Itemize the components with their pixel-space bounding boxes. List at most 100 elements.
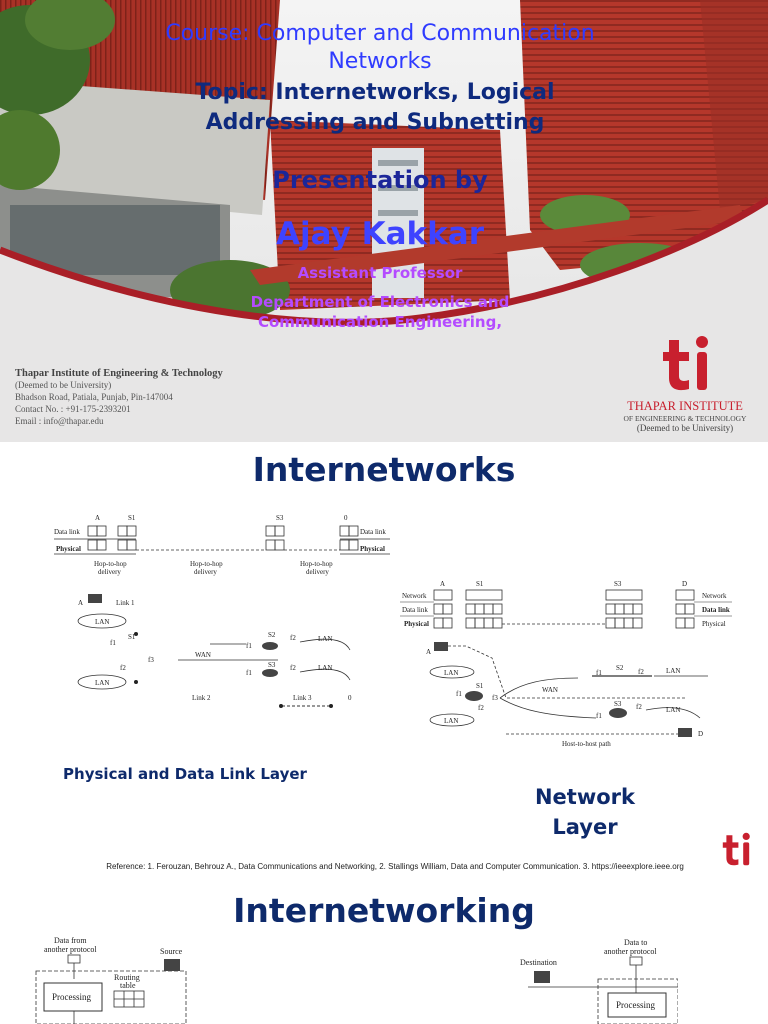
- rlan-label-s2: LAN: [666, 667, 680, 675]
- host-path-label: Host-to-host path: [562, 740, 611, 748]
- hop-label-2a: Hop-to-hop: [190, 560, 223, 568]
- logo-title: THAPAR INSTITUTE: [627, 399, 743, 413]
- lan-left-bottom: [77, 674, 127, 690]
- rnode-d-bottom: D: [698, 730, 703, 738]
- topic-title: Topic: Internetworks, Logical Addressing…: [195, 80, 555, 135]
- destination-computer-icon: [534, 971, 550, 983]
- institute-contact-number: Contact No. : +91-175-2393201: [15, 404, 131, 414]
- source-diagram: Data from another protocol Processing Ro…: [35, 936, 187, 1024]
- table-label: table: [120, 981, 136, 990]
- network-diagram: A S1 S3 D Network Data link Physical Net…: [400, 580, 732, 748]
- node-s3-top: S3: [276, 514, 284, 522]
- destination-diagram: Data to another protocol Destination Pro…: [520, 938, 678, 1024]
- rlan-top: [429, 665, 475, 679]
- title-slide: Course: Computer and Communication Netwo…: [0, 0, 768, 442]
- rphysical-label: Physical: [404, 620, 429, 628]
- port-f1-s3: f1: [246, 669, 252, 677]
- rdatalink-label: Data link: [402, 606, 428, 614]
- rnode-d: D: [682, 580, 687, 588]
- router-s3-icon: [262, 669, 278, 677]
- node-s2: S2: [268, 631, 276, 639]
- rrouter-s3-icon: [609, 708, 627, 718]
- port-f2: f2: [120, 664, 126, 672]
- another-protocol-label-2: another protocol: [604, 947, 657, 956]
- datalink-diagram: Data link Physical A S1 S3 0 Data link P…: [54, 514, 390, 708]
- wan-label: WAN: [195, 651, 211, 659]
- institute-status: (Deemed to be University): [15, 380, 112, 390]
- hop-label-3b: delivery: [306, 568, 329, 576]
- node-a-bottom: A: [78, 599, 83, 607]
- rnetwork-label-right: Network: [702, 592, 727, 600]
- author-role: Assistant Professor: [297, 264, 463, 282]
- rcomputer-d-icon: [678, 728, 692, 737]
- ti-logo-icon: [663, 336, 708, 391]
- rnode-s1: S1: [476, 580, 484, 588]
- institute-email: Email : info@thapar.edu: [15, 416, 104, 426]
- rnode-s3: S3: [614, 700, 622, 708]
- thapar-logo: THAPAR INSTITUTE OF ENGINEERING & TECHNO…: [615, 334, 755, 433]
- rnode-s1-b: S1: [476, 682, 484, 690]
- lan-left-top: [77, 613, 127, 629]
- routing-table-icon: [113, 990, 145, 1008]
- hop-label-3a: Hop-to-hop: [300, 560, 333, 568]
- rlan-bottom: [429, 713, 475, 727]
- source-computer-icon: [164, 959, 180, 971]
- lan-label-2: LAN: [95, 679, 109, 687]
- destination-label: Destination: [520, 958, 557, 967]
- port-f2-s3: f2: [290, 664, 296, 672]
- rnode-a: A: [440, 580, 445, 588]
- institute-contact: Thapar Institute of Engineering & Techno…: [15, 368, 223, 427]
- node-d-bottom: 0: [348, 694, 352, 702]
- network-caption: Network Layer: [534, 785, 635, 839]
- port-f1: f1: [110, 639, 116, 647]
- lan-label-s3: LAN: [318, 664, 332, 672]
- rlan-label-s3: LAN: [666, 706, 680, 714]
- hop-label-1b: delivery: [98, 568, 121, 576]
- logo-status: (Deemed to be University): [636, 423, 734, 433]
- rport-f3: f3: [492, 694, 498, 702]
- institute-address: Bhadson Road, Patiala, Punjab, Pin-14700…: [15, 392, 173, 402]
- campus-photo: [0, 0, 768, 340]
- rrouter-s1-icon: [465, 691, 483, 701]
- institute-name: Thapar Institute of Engineering & Techno…: [15, 368, 223, 379]
- rdatalink-label-right: Data link: [702, 606, 730, 614]
- rport-f2-s3: f2: [636, 703, 642, 711]
- presented-by-label: Presentation by: [272, 166, 488, 194]
- rport-f1-s3: f1: [596, 712, 602, 720]
- slide-title: Internetworking: [233, 891, 535, 930]
- slide-title: Internetworks: [252, 450, 516, 489]
- physical-label: Physical: [56, 545, 81, 553]
- author-department: Department of Electronics and Communicat…: [250, 293, 510, 331]
- rport-f2: f2: [478, 704, 484, 712]
- rnode-s2: S2: [616, 664, 624, 672]
- node-s3: S3: [268, 661, 276, 669]
- reference-text: Reference: 1. Ferouzan, Behrouz A., Data…: [106, 862, 684, 871]
- rnode-a-bottom: A: [426, 648, 431, 656]
- datalink-label: Data link: [54, 528, 80, 536]
- another-protocol-label: another protocol: [44, 945, 97, 954]
- physical-label-right: Physical: [360, 545, 385, 553]
- rport-f1: f1: [456, 690, 462, 698]
- course-title: Course: Computer and Communication Netwo…: [165, 21, 595, 74]
- port-f2-s2: f2: [290, 634, 296, 642]
- node-d-top: 0: [344, 514, 348, 522]
- data-to-label: Data to: [624, 938, 647, 947]
- author-name: Ajay Kakkar: [276, 216, 484, 252]
- rlan-label-2: LAN: [444, 717, 458, 725]
- data-from-label: Data from: [54, 936, 87, 945]
- rlan-label-1: LAN: [444, 669, 458, 677]
- internetworking-slide: Internetworking Data from another protoc…: [0, 885, 768, 1024]
- link3-label: Link 3: [293, 694, 312, 702]
- node-a-label: A: [95, 514, 100, 522]
- rport-f2-s2: f2: [638, 668, 644, 676]
- link2-label: Link 2: [192, 694, 211, 702]
- rcomputer-a-icon: [434, 642, 448, 651]
- source-label: Source: [160, 947, 183, 956]
- routing-label: Routing: [114, 973, 140, 982]
- lan-label-1: LAN: [95, 618, 109, 626]
- datalink-label-right: Data link: [360, 528, 386, 536]
- hop-label-1a: Hop-to-hop: [94, 560, 127, 568]
- rphysical-label-right: Physical: [702, 620, 726, 628]
- link1-label: Link 1: [116, 599, 135, 607]
- computer-a-icon: [88, 594, 102, 603]
